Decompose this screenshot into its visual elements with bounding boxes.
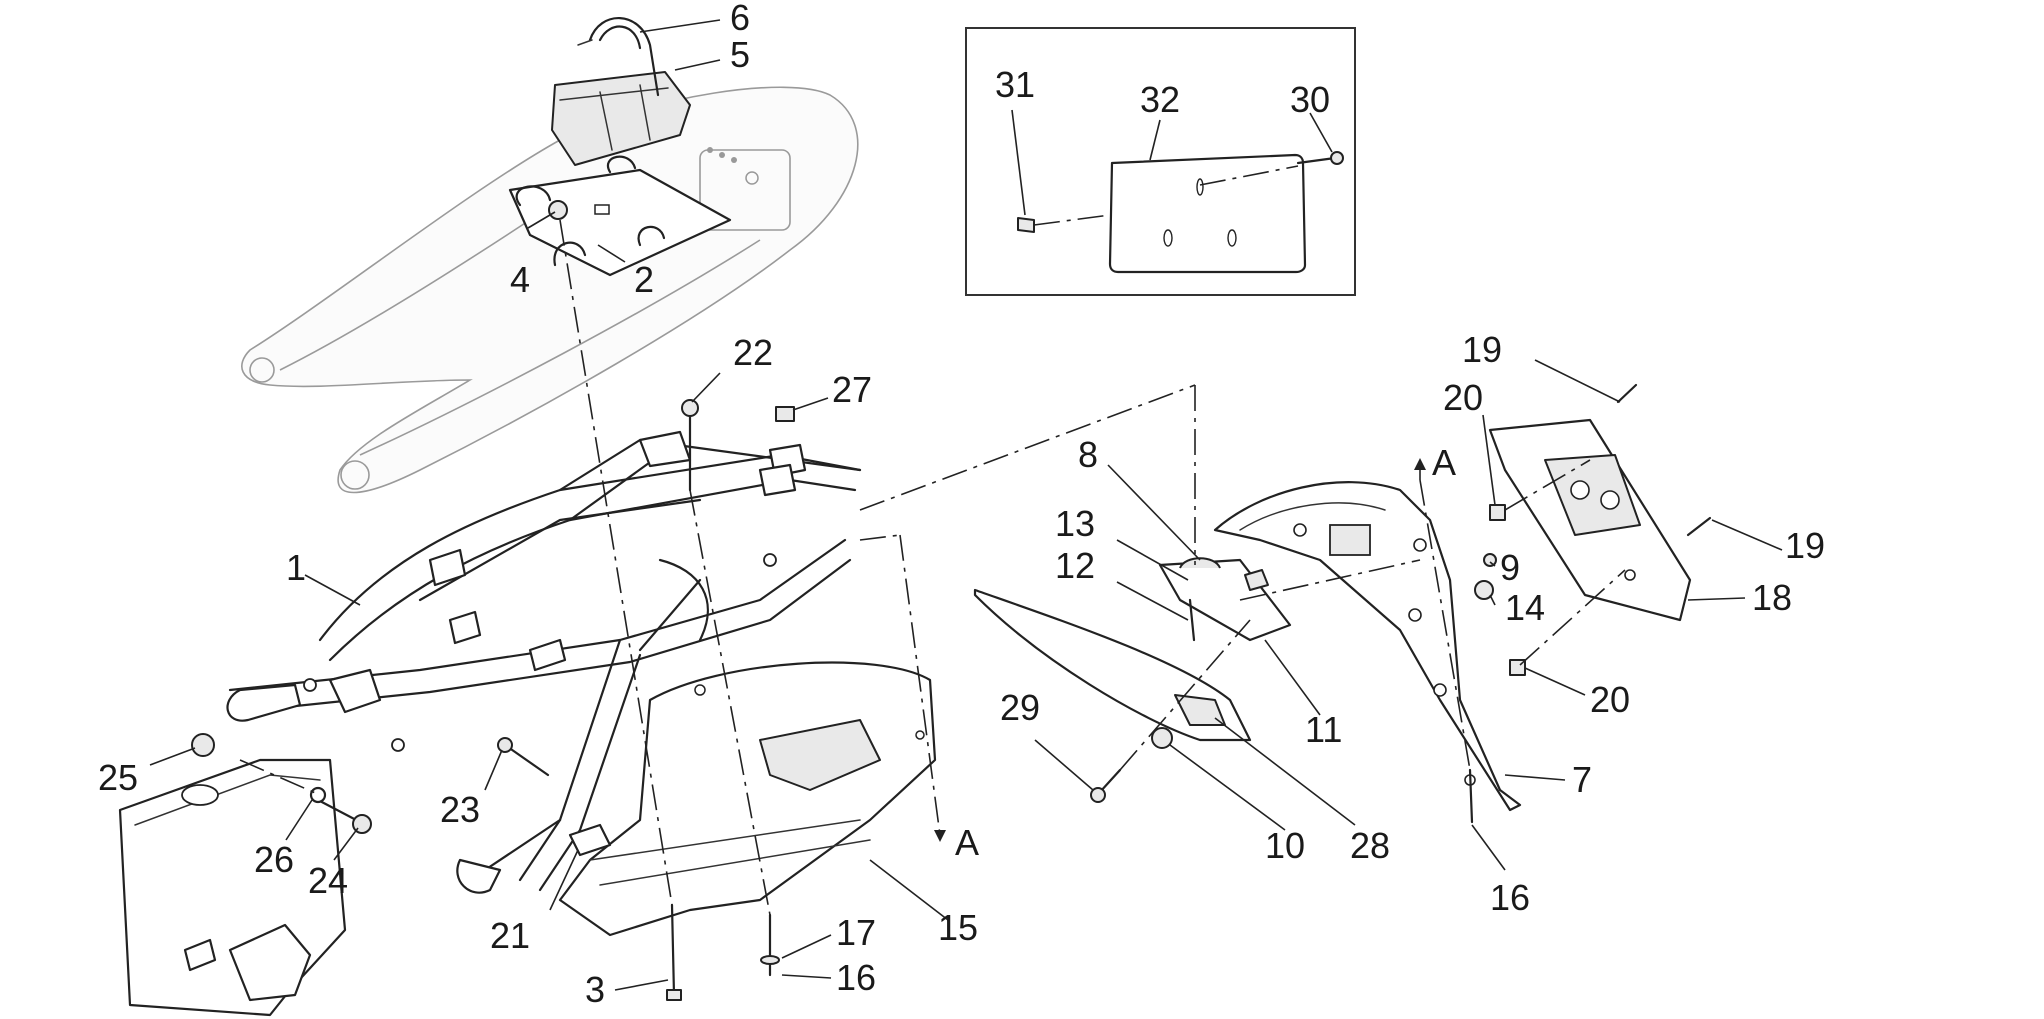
callout-17: 17 [836,912,876,953]
callout-15: 15 [938,907,978,948]
callout-2: 2 [634,259,654,300]
tool-kit-bag [551,71,691,166]
callout-19b: 19 [1785,525,1825,566]
callout-25: 25 [98,757,138,798]
fasteners [191,383,1712,1001]
tray-bracket [508,155,732,277]
callout-13: 13 [1055,503,1095,544]
callout-1: 1 [286,547,306,588]
callout-19a: 19 [1462,329,1502,370]
seat-outline [241,86,859,494]
callout-23: 23 [440,789,480,830]
nut-4 [548,200,568,220]
callout-20a: 20 [1443,377,1483,418]
callout-20b: 20 [1590,679,1630,720]
callout-29: 29 [1000,687,1040,728]
section-marks: A A [934,442,1456,863]
callout-28: 28 [1350,825,1390,866]
callout-labels: 1 2 3 4 5 6 7 8 9 10 11 12 13 14 15 16 1… [98,0,1825,1010]
callout-leaders [149,19,1783,991]
callout-32: 32 [1140,79,1180,120]
callout-16: 16 [836,957,876,998]
license-plate-bracket [1213,481,1522,812]
callout-12: 12 [1055,545,1095,586]
callout-7: 7 [1572,759,1592,800]
section-mark-a-top: A [1432,442,1456,483]
callout-8: 8 [1078,434,1098,475]
reflector-arm [973,588,1252,742]
callout-3: 3 [585,969,605,1010]
callout-22: 22 [733,332,773,373]
callout-5: 5 [730,34,750,75]
callout-30: 30 [1290,79,1330,120]
callout-16b: 16 [1490,877,1530,918]
callout-24: 24 [308,860,348,901]
callout-4: 4 [510,259,530,300]
strap [577,17,660,97]
callout-11: 11 [1305,709,1342,750]
section-mark-a-bottom: A [955,822,979,863]
assembly-axes [239,169,1626,916]
plate-holder [1488,418,1692,622]
callout-31: 31 [995,64,1035,105]
callout-14: 14 [1505,587,1545,628]
callout-26: 26 [254,839,294,880]
mounting-bracket [1158,557,1292,642]
lower-bracket [118,758,347,1017]
callout-6: 6 [730,0,750,38]
callout-9: 9 [1500,547,1520,588]
callout-10: 10 [1265,825,1305,866]
rear-frame [226,430,862,894]
callout-18: 18 [1752,577,1792,618]
inset-box [965,27,1356,296]
callout-27: 27 [832,369,872,410]
callout-21: 21 [490,915,530,956]
